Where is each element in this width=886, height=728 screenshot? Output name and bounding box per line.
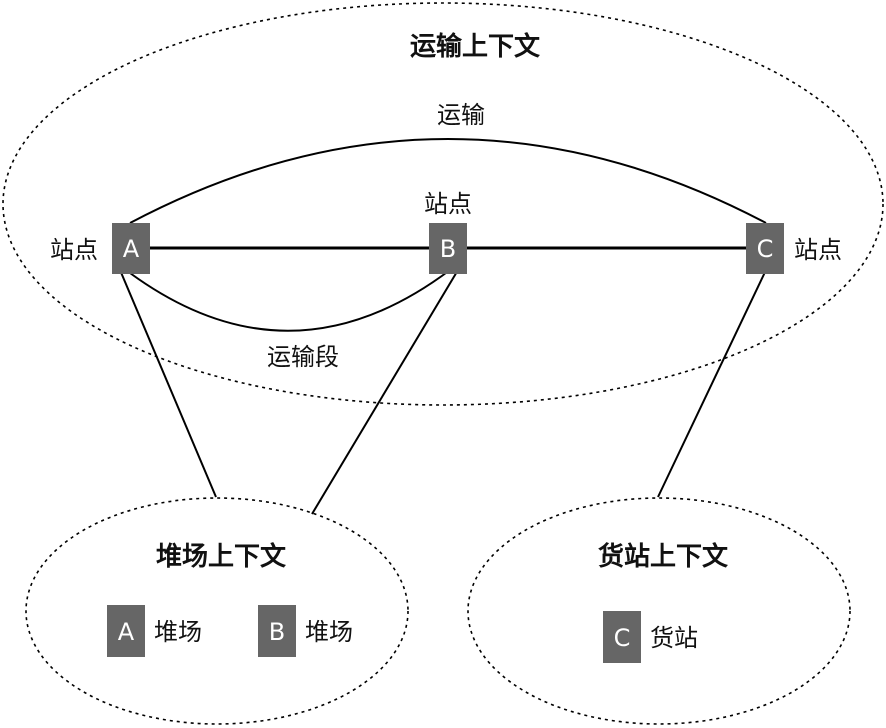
yard-context-boundary bbox=[25, 497, 409, 725]
cargo-context-boundary bbox=[467, 497, 851, 725]
yard-label-a: 堆场 bbox=[154, 618, 202, 646]
yard-node-b-label: B bbox=[269, 618, 285, 646]
station-label-c: 站点 bbox=[794, 236, 842, 264]
transport-context-title: 运输上下文 bbox=[410, 31, 541, 62]
yard-node-a: A bbox=[107, 605, 145, 657]
link-a-to-yard bbox=[119, 269, 217, 498]
cargo-node-c: C bbox=[603, 611, 641, 663]
link-c-to-cargo bbox=[657, 269, 767, 498]
cargo-node-c-label: C bbox=[614, 624, 631, 652]
cargo-label-c: 货站 bbox=[650, 624, 698, 652]
yard-node-a-label: A bbox=[118, 618, 135, 646]
yard-node-b: B bbox=[258, 605, 296, 657]
node-c: C bbox=[746, 223, 784, 274]
node-c-label: C bbox=[757, 235, 774, 263]
transport-label: 运输 bbox=[437, 101, 485, 129]
node-b-label: B bbox=[440, 235, 456, 263]
node-b: B bbox=[429, 223, 467, 274]
station-label-a: 站点 bbox=[50, 236, 98, 264]
cargo-context-title: 货站上下文 bbox=[598, 541, 729, 572]
transport-segment-label: 运输段 bbox=[267, 343, 339, 371]
station-label-b: 站点 bbox=[424, 190, 472, 218]
yard-context-title: 堆场上下文 bbox=[156, 541, 287, 572]
yard-label-b: 堆场 bbox=[305, 618, 353, 646]
transport-context-boundary bbox=[2, 2, 884, 406]
link-b-to-yard bbox=[311, 269, 459, 515]
node-a: A bbox=[112, 223, 150, 274]
transport-arc bbox=[129, 138, 767, 224]
node-a-label: A bbox=[123, 235, 140, 263]
transport-segment-arc bbox=[129, 269, 451, 332]
